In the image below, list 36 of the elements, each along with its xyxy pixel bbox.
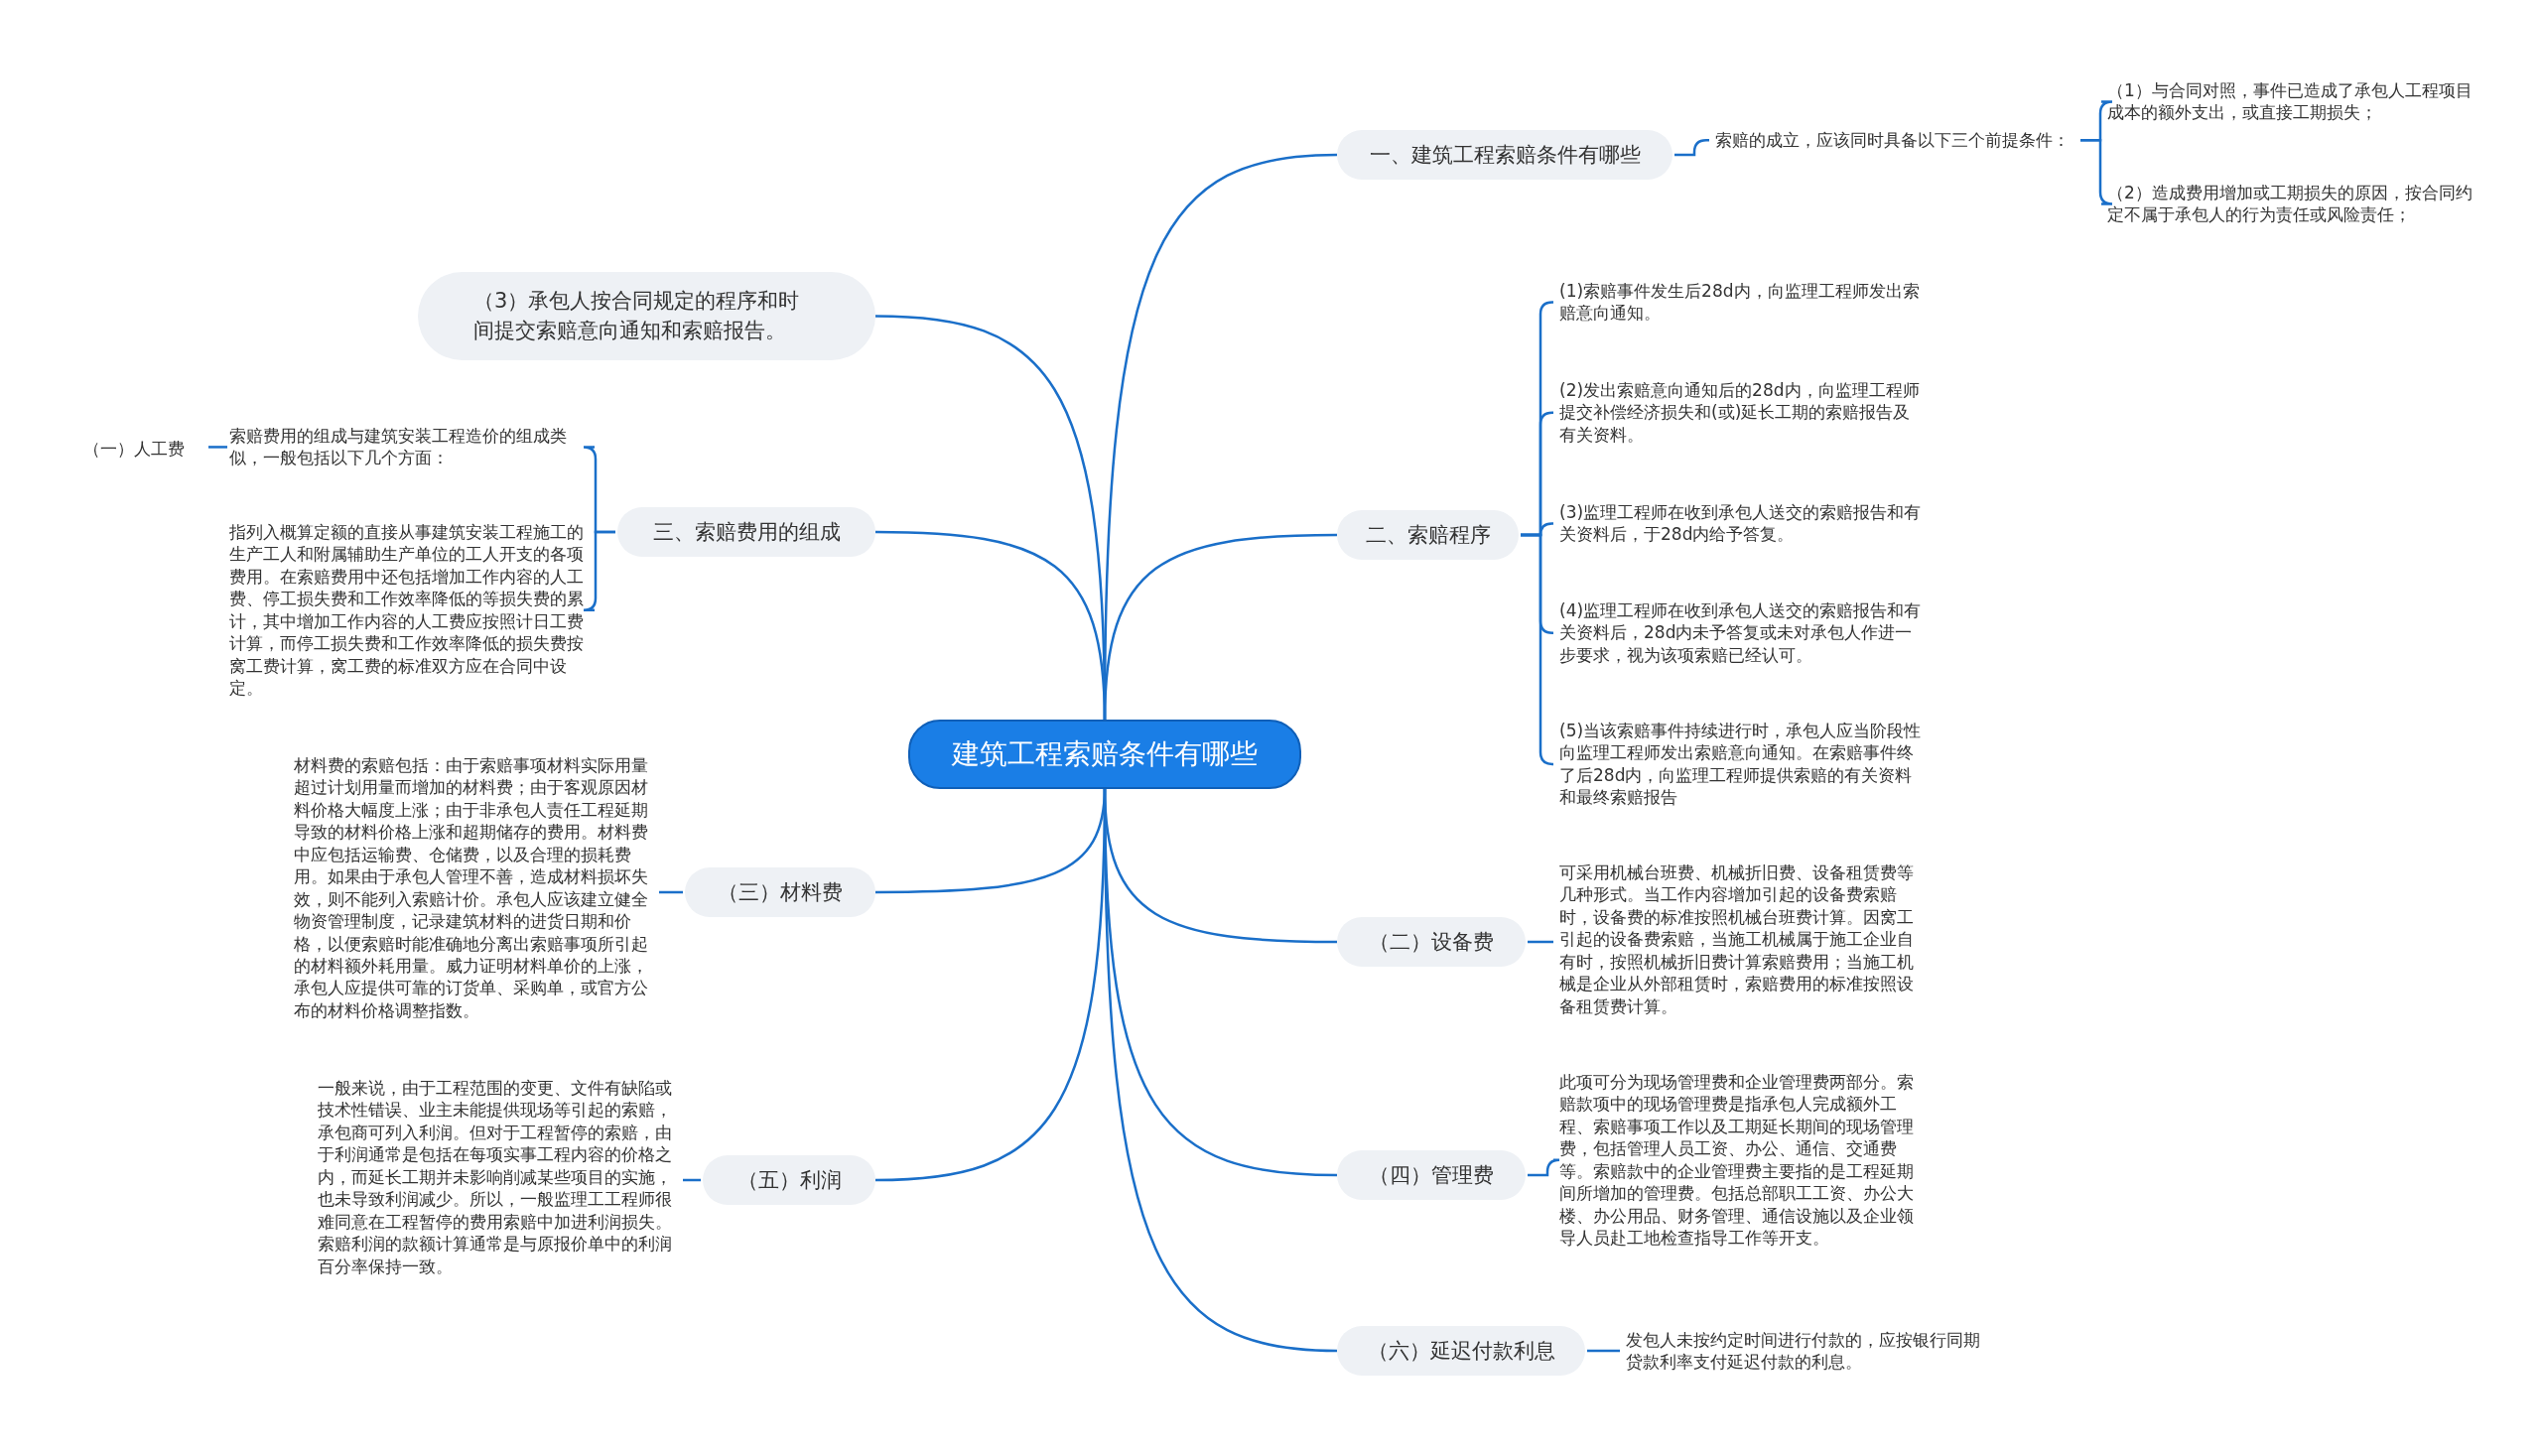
connector-line	[208, 446, 227, 449]
topic-pill: 二、索赔程序	[1337, 510, 1519, 560]
note-text: （1）与合同对照，事件已造成了承包人工程项目成本的额外支出，或直接工期损失；	[2107, 79, 2474, 124]
note-text: （一）人工费	[83, 438, 202, 461]
note-text: 可采用机械台班费、机械折旧费、设备租赁费等几种形式。当工作内容增加引起的设备费索赔时，设备费的标准按照机械台班费计算。因窝工引起的设备费索赔，当施工机械属于施工企业自有时，按照机械折旧费计算索赔费用；当施工机械是企业从外部租赁时，索赔费用的标准按照设备租赁费计算。	[1559, 861, 1925, 1018]
topic-pill: 一、建筑工程索赔条件有哪些	[1337, 130, 1672, 180]
topic-pill: （三）材料费	[685, 867, 875, 917]
note-text: 一般来说，由于工程范围的变更、文件有缺陷或技术性错误、业主未能提供现场等引起的索赔，承包商可列入利润。但对于工程暂停的索赔，由于利润通常是包括在每项实事工程内容的价格之内，而延长工期并未影响削减某些项目的实施，也未导致利润减少。所以，一般监理工工程师很难同意在工程暂停的费用索赔中加进利润损失。索赔利润的款额计算通常是与原报价单中的利润百分率保持一致。	[318, 1077, 677, 1277]
connector-line	[683, 1178, 701, 1182]
connector-line	[1528, 940, 1553, 944]
note-text: 索赔费用的组成与建筑安装工程造价的组成类似，一般包括以下几个方面：	[229, 425, 589, 469]
topic-pill: （六）延迟付款利息	[1337, 1326, 1585, 1376]
note-text: (1)索赔事件发生后28d内，向监理工程师发出索赔意向通知。	[1559, 280, 1925, 325]
note-text: 发包人未按约定时间进行付款的，应按银行同期贷款利率支付延迟付款的利息。	[1626, 1329, 1991, 1374]
note-text: (3)监理工程师在收到承包人送交的索赔报告和有关资料后，于28d内给予答复。	[1559, 501, 1925, 546]
topic-pill: （五）利润	[703, 1155, 875, 1205]
topic-pill: 三、索赔费用的组成	[617, 507, 875, 557]
connector-line	[875, 530, 1107, 723]
note-text: (4)监理工程师在收到承包人送交的索赔报告和有关资料后，28d内未予答复或未对承包人作进一步要求，视为该项索赔已经认可。	[1559, 599, 1925, 667]
central-topic: 建筑工程索赔条件有哪些	[908, 720, 1301, 789]
note-text: 索赔的成立，应该同时具备以下三个前提条件：	[1715, 129, 2078, 152]
topic-pill: （二）设备费	[1337, 917, 1526, 967]
connector-line	[1587, 1349, 1620, 1353]
note-text: 指列入概算定额的直接从事建筑安装工程施工的生产工人和附属辅助生产单位的工人开支的各项费用。在索赔费用中还包括增加工作内容的人工费、停工损失费和工作效率降低的等损失费的累计，其中增加工作内容的人工费应按照计日工费计算，而停工损失费和工作效率降低的损失费按窝工费计算，窝工费的标准双方应在合同中设定。	[229, 521, 589, 700]
note-text: 此项可分为现场管理费和企业管理费两部分。索赔款项中的现场管理费是指承包人完成额外工程、索赔事项工作以及工期延长期间的现场管理费，包括管理人员工资、办公、通信、交通费等。索赔款中的企业管理费主要指的是工程延期间所增加的管理费。包括总部职工工资、办公大楼、办公用品、财务管理、通信设施以及企业领导人员赴工地检查指导工作等开支。	[1559, 1071, 1925, 1250]
topic-pill: （四）管理费	[1337, 1150, 1526, 1200]
note-text: (2)发出索赔意向通知后的28d内，向监理工程师提交补偿经济损失和(或)延长工期的索赔报告及有关资料。	[1559, 379, 1925, 447]
topic-pill: （3）承包人按合同规定的程序和时间提交索赔意向通知和索赔报告。	[418, 272, 875, 360]
note-text: (5)当该索赔事件持续进行时，承包人应当阶段性向监理工程师发出索赔意向通知。在索赔事件终了后28d内，向监理工程师提供索赔的有关资料和最终索赔报告	[1559, 720, 1925, 809]
connector-line	[1521, 533, 1554, 766]
connector-line	[659, 890, 683, 894]
connector-line	[874, 787, 1107, 1182]
note-text: 材料费的索赔包括：由于索赔事项材料实际用量超过计划用量而增加的材料费；由于客观原因材料价格大幅度上涨；由于非承包人责任工程延期导致的材料价格上涨和超期储存的费用。材料费中应包括运输费、仓储费，以及合理的损耗费用。如果由于承包人管理不善，造成材料损坏失效，则不能列入索赔计价。承包人应该建立健全物资管理制度，记录建筑材料的进货日期和价格，以便索赔时能准确地分离出索赔事项所引起的材料额外耗用量。威力证明材料单价的上涨，承包人应提供可靠的订货单、采购单，或官方公布的材料价格调整指数。	[294, 754, 653, 1022]
note-text: （2）造成费用增加或工期损失的原因，按合同约定不属于承包人的行为责任或风险责任；	[2107, 182, 2474, 226]
connector-line	[1528, 1158, 1561, 1177]
connector-line	[1674, 138, 1709, 157]
